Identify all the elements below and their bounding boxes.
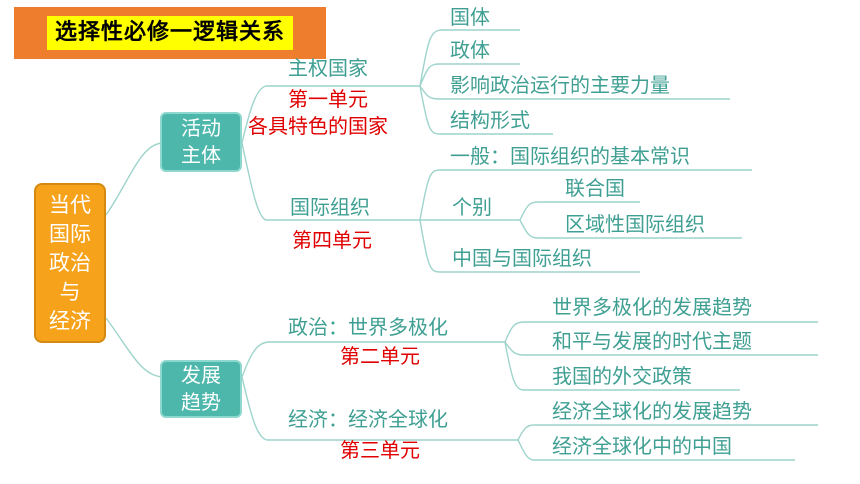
line-root-actors: [105, 142, 163, 216]
intl-org-general: 一般：国际组织的基本常识: [450, 144, 690, 168]
unit1-title: 各具特色的国家: [248, 114, 388, 138]
unit1-label: 第一单元: [288, 87, 368, 111]
politics-item-2: 和平与发展的时代主题: [552, 329, 752, 353]
politics-item-3: 我国的外交政策: [552, 364, 692, 388]
node-actors-label: 活动 主体: [181, 116, 221, 167]
intl-org-specific: 个别: [452, 195, 492, 219]
sovereign-item-3: 影响政治运行的主要力量: [450, 73, 670, 97]
line-spec-un: [519, 201, 640, 221]
intl-org-un: 联合国: [565, 176, 625, 200]
economy-label: 经济：经济全球化: [288, 407, 448, 431]
node-trends-label: 发展 趋势: [181, 363, 221, 414]
sovereign-item-4: 结构形式: [450, 108, 530, 132]
line-pol-item3: [504, 341, 740, 391]
intl-org-regional: 区域性国际组织: [565, 212, 705, 236]
intl-org-label: 国际组织: [290, 195, 370, 219]
politics-item-1: 世界多极化的发展趋势: [552, 295, 752, 319]
unit2-label: 第二单元: [340, 344, 420, 368]
node-trends: 发展 趋势: [160, 360, 242, 418]
line-eco-item1: [517, 424, 818, 441]
economy-item-2: 经济全球化中的中国: [552, 434, 732, 458]
root-node: 当代 国际 政治 与 经济: [34, 183, 106, 343]
sovereign-item-1: 国体: [450, 5, 490, 29]
politics-label: 政治：世界多极化: [288, 315, 448, 339]
title-banner: 选择性必修一逻辑关系: [14, 7, 326, 59]
line-pol-item2: [504, 341, 818, 356]
line-sov-item2: [419, 63, 520, 87]
line-pol-item1: [504, 321, 818, 343]
line-actors-intlorg: [241, 142, 420, 221]
unit3-label: 第三单元: [340, 438, 420, 462]
line-org-china: [419, 219, 640, 273]
unit4-label: 第四单元: [292, 228, 372, 252]
economy-item-1: 经济全球化的发展趋势: [552, 399, 752, 423]
line-spec-regional: [519, 219, 742, 239]
line-eco-item2: [517, 439, 795, 461]
line-sov-item1: [419, 29, 520, 87]
line-sov-item3: [419, 85, 730, 100]
sovereign-item-2: 政体: [450, 38, 490, 62]
line-sov-item4: [419, 85, 553, 135]
page-title: 选择性必修一逻辑关系: [46, 16, 293, 50]
sovereign-label: 主权国家: [288, 56, 368, 80]
line-trends-politics: [241, 341, 505, 378]
node-actors: 活动 主体: [160, 112, 242, 172]
intl-org-china: 中国与国际组织: [452, 246, 592, 270]
line-root-trends: [105, 317, 163, 378]
root-label: 当代 国际 政治 与 经济: [49, 192, 91, 333]
line-org-general: [419, 169, 752, 221]
line-actors-sovereign: [241, 85, 420, 144]
line-trends-economy: [241, 376, 518, 441]
